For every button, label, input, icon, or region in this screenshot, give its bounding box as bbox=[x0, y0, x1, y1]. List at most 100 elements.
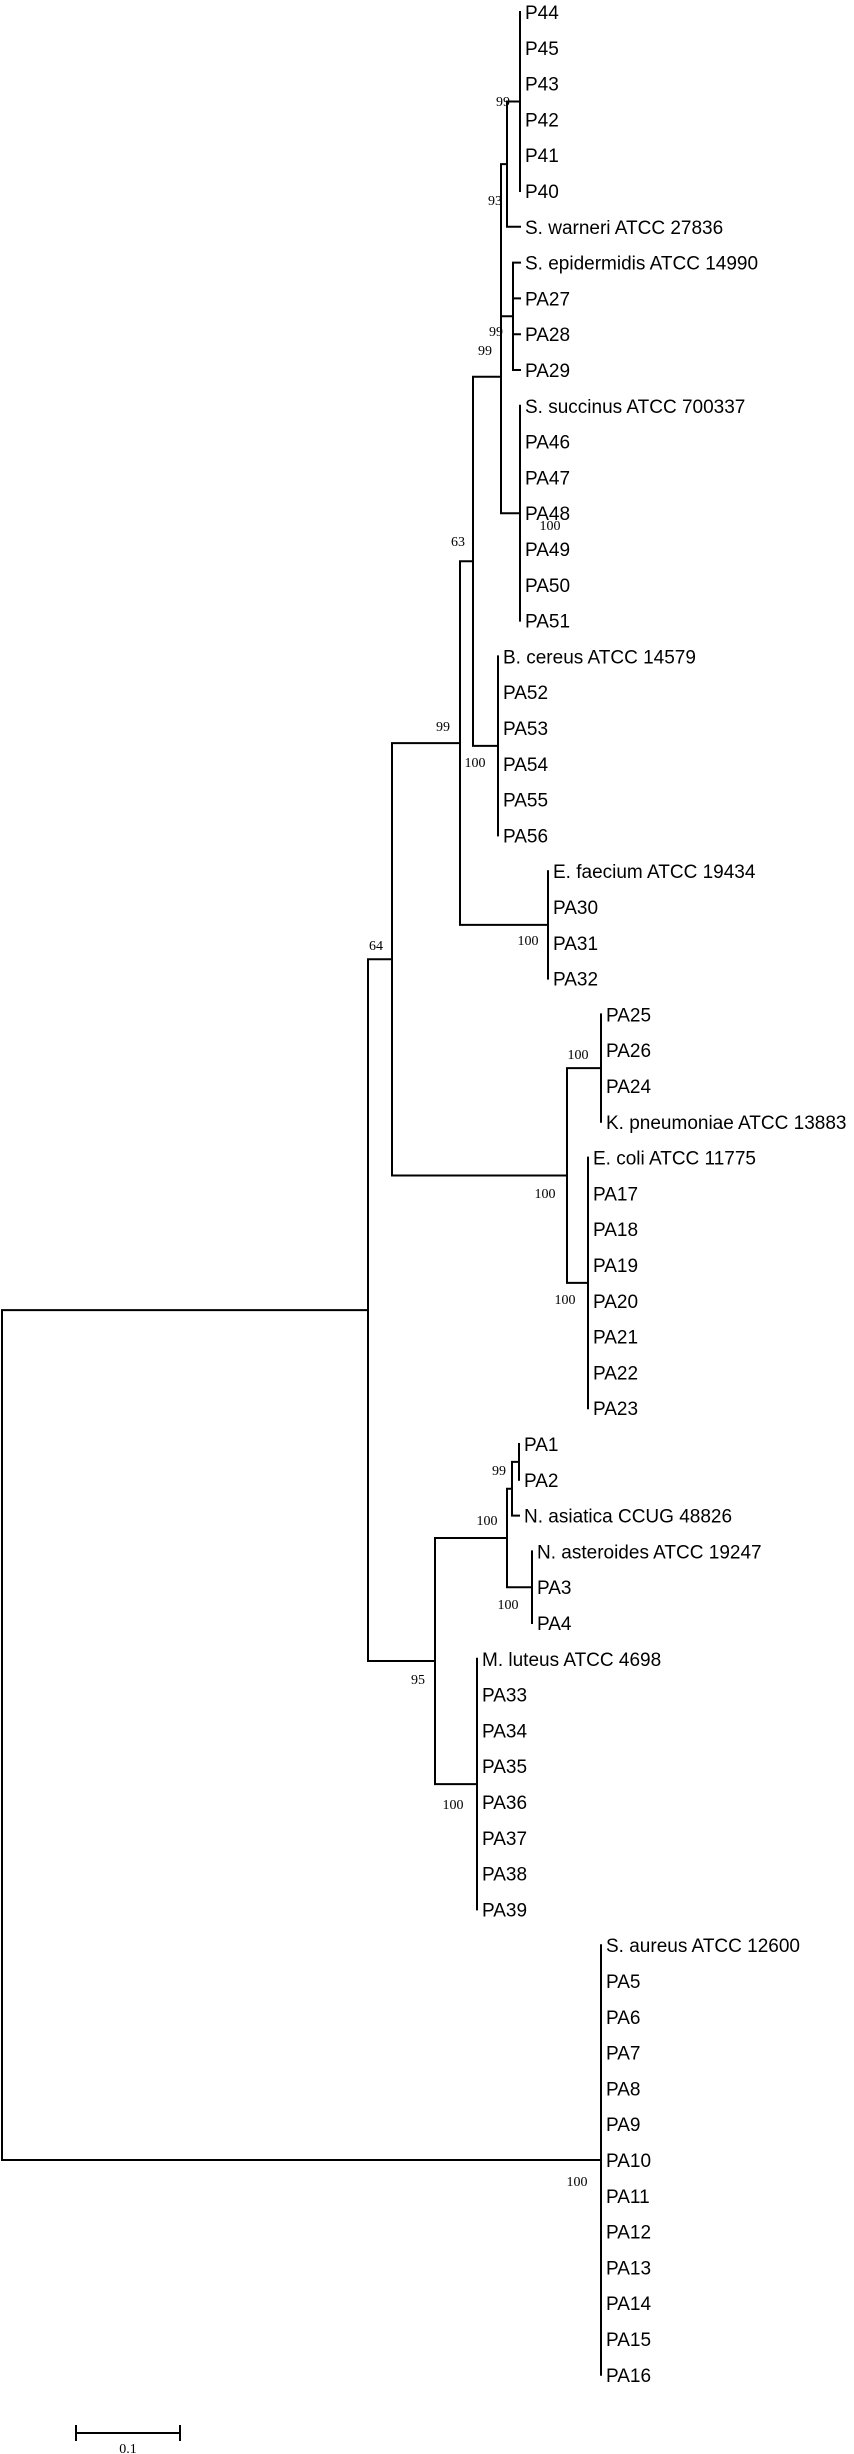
leaf-label: PA20 bbox=[593, 1292, 638, 1313]
leaf-label: PA14 bbox=[606, 2294, 652, 2315]
leaf-label: S. aureus ATCC 12600 bbox=[606, 1936, 800, 1957]
leaf-label: P43 bbox=[525, 75, 559, 96]
bootstrap-value: 95 bbox=[411, 1673, 425, 1688]
leaf-label: PA30 bbox=[553, 898, 598, 919]
leaf-label: PA3 bbox=[537, 1578, 572, 1599]
leaf-label: PA17 bbox=[593, 1184, 638, 1205]
leaf-label: PA39 bbox=[482, 1900, 527, 1921]
bootstrap-value: 99 bbox=[492, 1464, 506, 1479]
leaf-label: PA12 bbox=[606, 2223, 651, 2244]
leaf-label: PA2 bbox=[524, 1471, 559, 1492]
leaf-label: P44 bbox=[525, 3, 559, 24]
branch-root bbox=[1, 1309, 602, 2161]
leaf-label: S. warneri ATCC 27836 bbox=[525, 218, 723, 239]
branch-noc bbox=[506, 1487, 533, 1589]
bootstrap-value: 100 bbox=[555, 1293, 576, 1308]
leaf-label: PA15 bbox=[606, 2330, 651, 2351]
leaf-label: PA52 bbox=[503, 683, 548, 704]
leaf-label: PA34 bbox=[482, 1721, 528, 1742]
leaf-label: PA36 bbox=[482, 1793, 527, 1814]
branch-ent bbox=[566, 1067, 602, 1284]
leaf-label: PA27 bbox=[525, 289, 570, 310]
leaf-label: PA47 bbox=[525, 468, 570, 489]
leaf-label: P40 bbox=[525, 182, 559, 203]
branch-sb bbox=[472, 375, 502, 747]
leaf-label: M. luteus ATCC 4698 bbox=[482, 1650, 661, 1671]
leaf-label: PA46 bbox=[525, 433, 570, 454]
branch-warn bbox=[506, 100, 521, 228]
leaf-label: E. faecium ATCC 19434 bbox=[553, 862, 756, 883]
leaf-label: PA1 bbox=[524, 1435, 559, 1456]
bootstrap-value: 99 bbox=[496, 95, 510, 110]
leaf-label: P41 bbox=[525, 146, 559, 167]
branch-nasi bbox=[511, 1460, 520, 1517]
bootstrap-value: 100 bbox=[567, 2175, 588, 2190]
leaf-label: PA26 bbox=[606, 1041, 651, 1062]
leaf-label: PA13 bbox=[606, 2258, 651, 2279]
leaf-label: PA7 bbox=[606, 2044, 641, 2065]
leaf-label: PA55 bbox=[503, 791, 548, 812]
leaf-label: PA49 bbox=[525, 540, 570, 561]
branch-st2 bbox=[500, 239, 521, 515]
bootstrap-value: 100 bbox=[518, 934, 539, 949]
leaf-label: PA38 bbox=[482, 1865, 527, 1886]
bootstrap-value: 100 bbox=[465, 756, 486, 771]
leaf-label: PA11 bbox=[606, 2187, 650, 2208]
leaf-label: PA51 bbox=[525, 612, 570, 633]
leaf-label: P45 bbox=[525, 39, 559, 60]
bootstrap-value: 93 bbox=[488, 194, 502, 209]
leaf-label: PA50 bbox=[525, 576, 570, 597]
leaf-label: P42 bbox=[525, 110, 559, 131]
leaf-label: PA4 bbox=[537, 1614, 572, 1635]
leaf-label: K. pneumoniae ATCC 13883 bbox=[606, 1113, 846, 1134]
bootstrap-value: 64 bbox=[369, 939, 383, 954]
bootstrap-value: 100 bbox=[498, 1598, 519, 1613]
leaf-label: PA25 bbox=[606, 1005, 651, 1026]
branch-epi bbox=[512, 261, 521, 371]
leaf-label: PA33 bbox=[482, 1686, 527, 1707]
scale-bar-line bbox=[75, 2425, 181, 2441]
branch-low bbox=[367, 958, 436, 1663]
leaf-label: PA32 bbox=[553, 970, 598, 991]
leaf-label: PA29 bbox=[525, 361, 570, 382]
leaf-label: PA18 bbox=[593, 1220, 638, 1241]
bootstrap-value: 100 bbox=[540, 519, 561, 534]
bootstrap-value: 99 bbox=[478, 344, 492, 359]
leaf-label: PA6 bbox=[606, 2008, 641, 2029]
leaf-label: PA5 bbox=[606, 1972, 641, 1993]
scale-bar-label: 0.1 bbox=[119, 2442, 137, 2454]
leaf-label: PA22 bbox=[593, 1363, 638, 1384]
leaf-label: E. coli ATCC 11775 bbox=[593, 1149, 756, 1170]
leaf-label: PA24 bbox=[606, 1077, 652, 1098]
leaf-label: S. succinus ATCC 700337 bbox=[525, 397, 745, 418]
leaf-label: PA48 bbox=[525, 504, 570, 525]
leaf-label: N. asiatica CCUG 48826 bbox=[524, 1507, 732, 1528]
scale-bar: 0.1 bbox=[75, 2425, 181, 2454]
leaf-label: N. asteroides ATCC 19247 bbox=[537, 1542, 762, 1563]
bootstrap-value: 63 bbox=[451, 535, 465, 550]
bootstrap-labels: 99 93 99 100 99 100 63 100 99 100 100 100 64 99 100 100… bbox=[369, 95, 589, 2190]
tree-branches bbox=[1, 11, 602, 2376]
leaf-label: B. cereus ATCC 14579 bbox=[503, 647, 696, 668]
bootstrap-value: 100 bbox=[477, 1514, 498, 1529]
bootstrap-value: 99 bbox=[489, 325, 503, 340]
leaf-label: PA21 bbox=[593, 1328, 638, 1349]
leaf-label: PA8 bbox=[606, 2079, 641, 2100]
leaf-label: PA23 bbox=[593, 1399, 638, 1420]
bootstrap-value: 100 bbox=[568, 1048, 589, 1063]
leaf-label: PA31 bbox=[553, 934, 598, 955]
leaf-label: PA35 bbox=[482, 1757, 527, 1778]
leaf-label: S. epidermidis ATCC 14990 bbox=[525, 254, 758, 275]
leaf-label: PA53 bbox=[503, 719, 548, 740]
leaf-label: PA54 bbox=[503, 755, 549, 776]
leaf-label: PA16 bbox=[606, 2366, 651, 2387]
leaf-label: PA19 bbox=[593, 1256, 638, 1277]
leaf-label: PA10 bbox=[606, 2151, 651, 2172]
bootstrap-value: 99 bbox=[436, 720, 450, 735]
leaf-label: PA37 bbox=[482, 1829, 527, 1850]
leaf-label: PA28 bbox=[525, 325, 570, 346]
bootstrap-value: 100 bbox=[443, 1798, 464, 1813]
leaf-label: PA56 bbox=[503, 826, 548, 847]
